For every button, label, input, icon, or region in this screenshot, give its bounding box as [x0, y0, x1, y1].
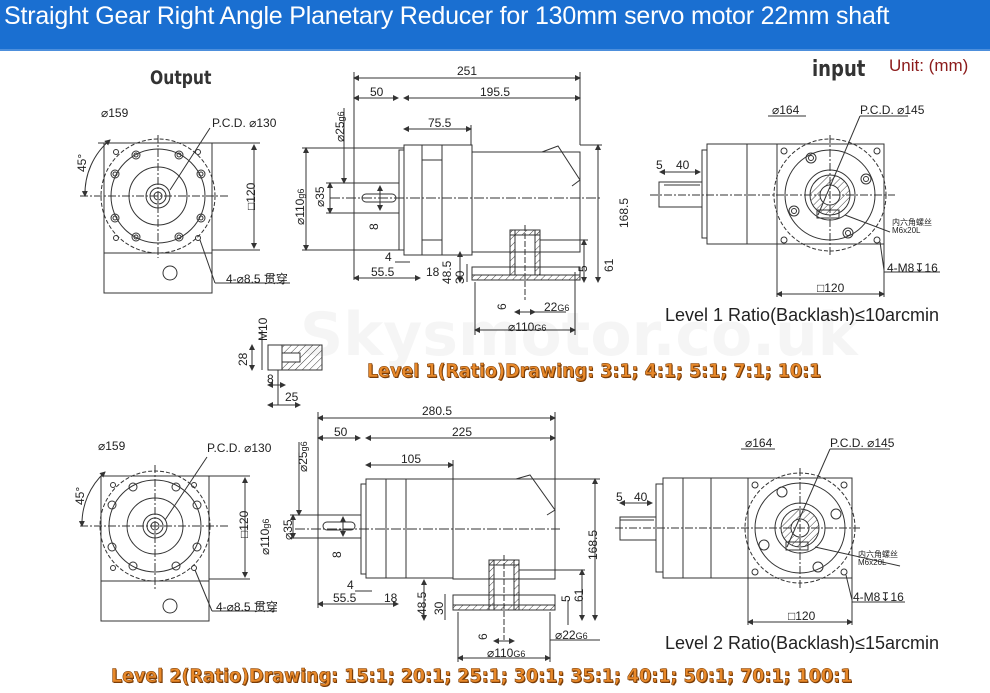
l2-side-shaft-len: 50: [334, 425, 348, 439]
l1-in-pcd: P.C.D. ⌀145: [860, 103, 925, 117]
l1-in-dia164: ⌀164: [772, 103, 800, 117]
input-label: input: [812, 57, 866, 82]
l1-side-input-base: 30: [453, 270, 467, 284]
l2-side-body-len: 225: [452, 425, 473, 439]
l1-in-screw: M6x20L: [892, 226, 921, 235]
l1-out-angle: 45°: [75, 153, 89, 172]
l2-side-view: [290, 412, 600, 662]
l1-side-flange-thk: 4: [385, 250, 392, 264]
unit-label: Unit: (mm): [889, 56, 969, 75]
l2-side-shaft-flange: 55.5: [333, 591, 357, 605]
l2-side-flange-thk: 4: [347, 578, 354, 592]
l1-out-holes: 4-⌀8.5 贯穿: [226, 272, 288, 286]
l1-backlash: Level 1 Ratio(Backlash)≤10arcmin: [665, 305, 939, 325]
l1-side-flange-input: 75.5: [428, 116, 452, 130]
l2-in-key-offset: 5: [616, 490, 623, 504]
l2-side-height61: 61: [572, 588, 586, 602]
l1-side-input-pilot: ⌀110G6: [508, 320, 547, 334]
l2-out-pcd: P.C.D. ⌀130: [207, 441, 272, 455]
page-title: Straight Gear Right Angle Planetary Redu…: [4, 2, 890, 30]
title-bar: Straight Gear Right Angle Planetary Redu…: [0, 0, 990, 51]
l1-in-tapped: 4-M8↧16: [887, 261, 938, 275]
l2-side-flange-step: 18: [384, 591, 398, 605]
l2-side-flange-input: 105: [401, 452, 422, 466]
l2-out-dia159: ⌀159: [98, 439, 126, 453]
l2-output-view: [78, 456, 277, 622]
l2-side-offset5: 5: [559, 595, 573, 602]
l2-in-pcd: P.C.D. ⌀145: [830, 436, 895, 450]
output-label: Output: [150, 67, 212, 89]
l1-side-flange-step: 18: [426, 265, 440, 279]
tap-25: 25: [285, 390, 299, 404]
l2-side-pilot-dia: ⌀110g6: [258, 518, 272, 555]
l1-input-view: [650, 115, 940, 297]
l2-side-input-base: 30: [432, 601, 446, 615]
l2-side-bore-step: 6: [476, 633, 490, 640]
l2-side-total-height: 168.5: [586, 529, 600, 560]
l2-input-view: [615, 448, 905, 625]
l1-output-view: [80, 127, 290, 294]
l1-side-body-len: 195.5: [480, 85, 511, 99]
l1-side-key: 8: [367, 223, 381, 230]
l1-in-key-offset: 5: [656, 158, 663, 172]
l1-side-root-dia: ⌀35: [313, 186, 327, 207]
l1-side-overall: 251: [457, 64, 478, 78]
l1-in-key-length: 40: [676, 158, 690, 172]
l1-out-dia159: ⌀159: [101, 106, 129, 120]
l2-ratios: Level 2(Ratio)Drawing: 15:1; 20:1; 25:1;…: [111, 665, 853, 688]
l2-side-shaft-dia: ⌀25g6: [296, 441, 310, 472]
l1-in-screw-cn: 内六角螺丝: [892, 218, 932, 227]
l1-side-bore-step: 6: [495, 303, 509, 310]
l1-side-offset5: 5: [576, 265, 590, 272]
l1-side-shaft-dia: ⌀25g6: [333, 111, 347, 142]
l2-side-key: 8: [330, 551, 344, 558]
l1-side-total-height: 168.5: [617, 197, 631, 228]
tap-8: 8: [267, 372, 274, 386]
l1-side-shaft-len: 50: [370, 85, 384, 99]
tap-detail: [249, 330, 323, 408]
l1-side-pilot-dia: ⌀110g6: [293, 188, 307, 225]
l1-side-height61: 61: [602, 258, 616, 272]
l1-ratios: Level 1(Ratio)Drawing: 3:1; 4:1; 5:1; 7:…: [367, 360, 822, 383]
l2-in-square: □120: [788, 609, 816, 623]
l2-side-root-dia: ⌀35: [281, 519, 295, 540]
l1-side-input-height: 48.5: [440, 260, 454, 284]
l2-out-angle: 45°: [73, 486, 87, 505]
l2-side-input-pilot: ⌀110G6: [487, 646, 526, 660]
l2-side-bore: ⌀22G6: [555, 628, 588, 642]
l2-out-holes: 4-⌀8.5 贯穿: [216, 600, 278, 614]
l1-out-square: □120: [244, 182, 258, 210]
l2-in-tapped: 4-M8↧16: [853, 590, 904, 604]
l2-in-dia164: ⌀164: [745, 436, 773, 450]
l1-side-view: [302, 72, 602, 335]
l1-side-bore: 22G6: [544, 300, 570, 314]
l1-out-pcd: P.C.D. ⌀130: [212, 116, 277, 130]
l2-in-key-length: 40: [634, 490, 648, 504]
l2-in-screw: M6x20L: [858, 558, 887, 567]
l1-in-square: □120: [817, 281, 845, 295]
l1-side-shaft-flange: 55.5: [371, 265, 395, 279]
l2-backlash: Level 2 Ratio(Backlash)≤15arcmin: [665, 633, 939, 653]
tap-depth: 28: [236, 352, 250, 366]
l2-side-overall: 280.5: [422, 404, 453, 418]
l2-in-screw-cn: 内六角螺丝: [858, 550, 898, 559]
l2-side-input-height: 48.5: [415, 591, 429, 615]
tap-thread: M10: [256, 317, 270, 341]
l2-out-square: □120: [237, 510, 251, 538]
